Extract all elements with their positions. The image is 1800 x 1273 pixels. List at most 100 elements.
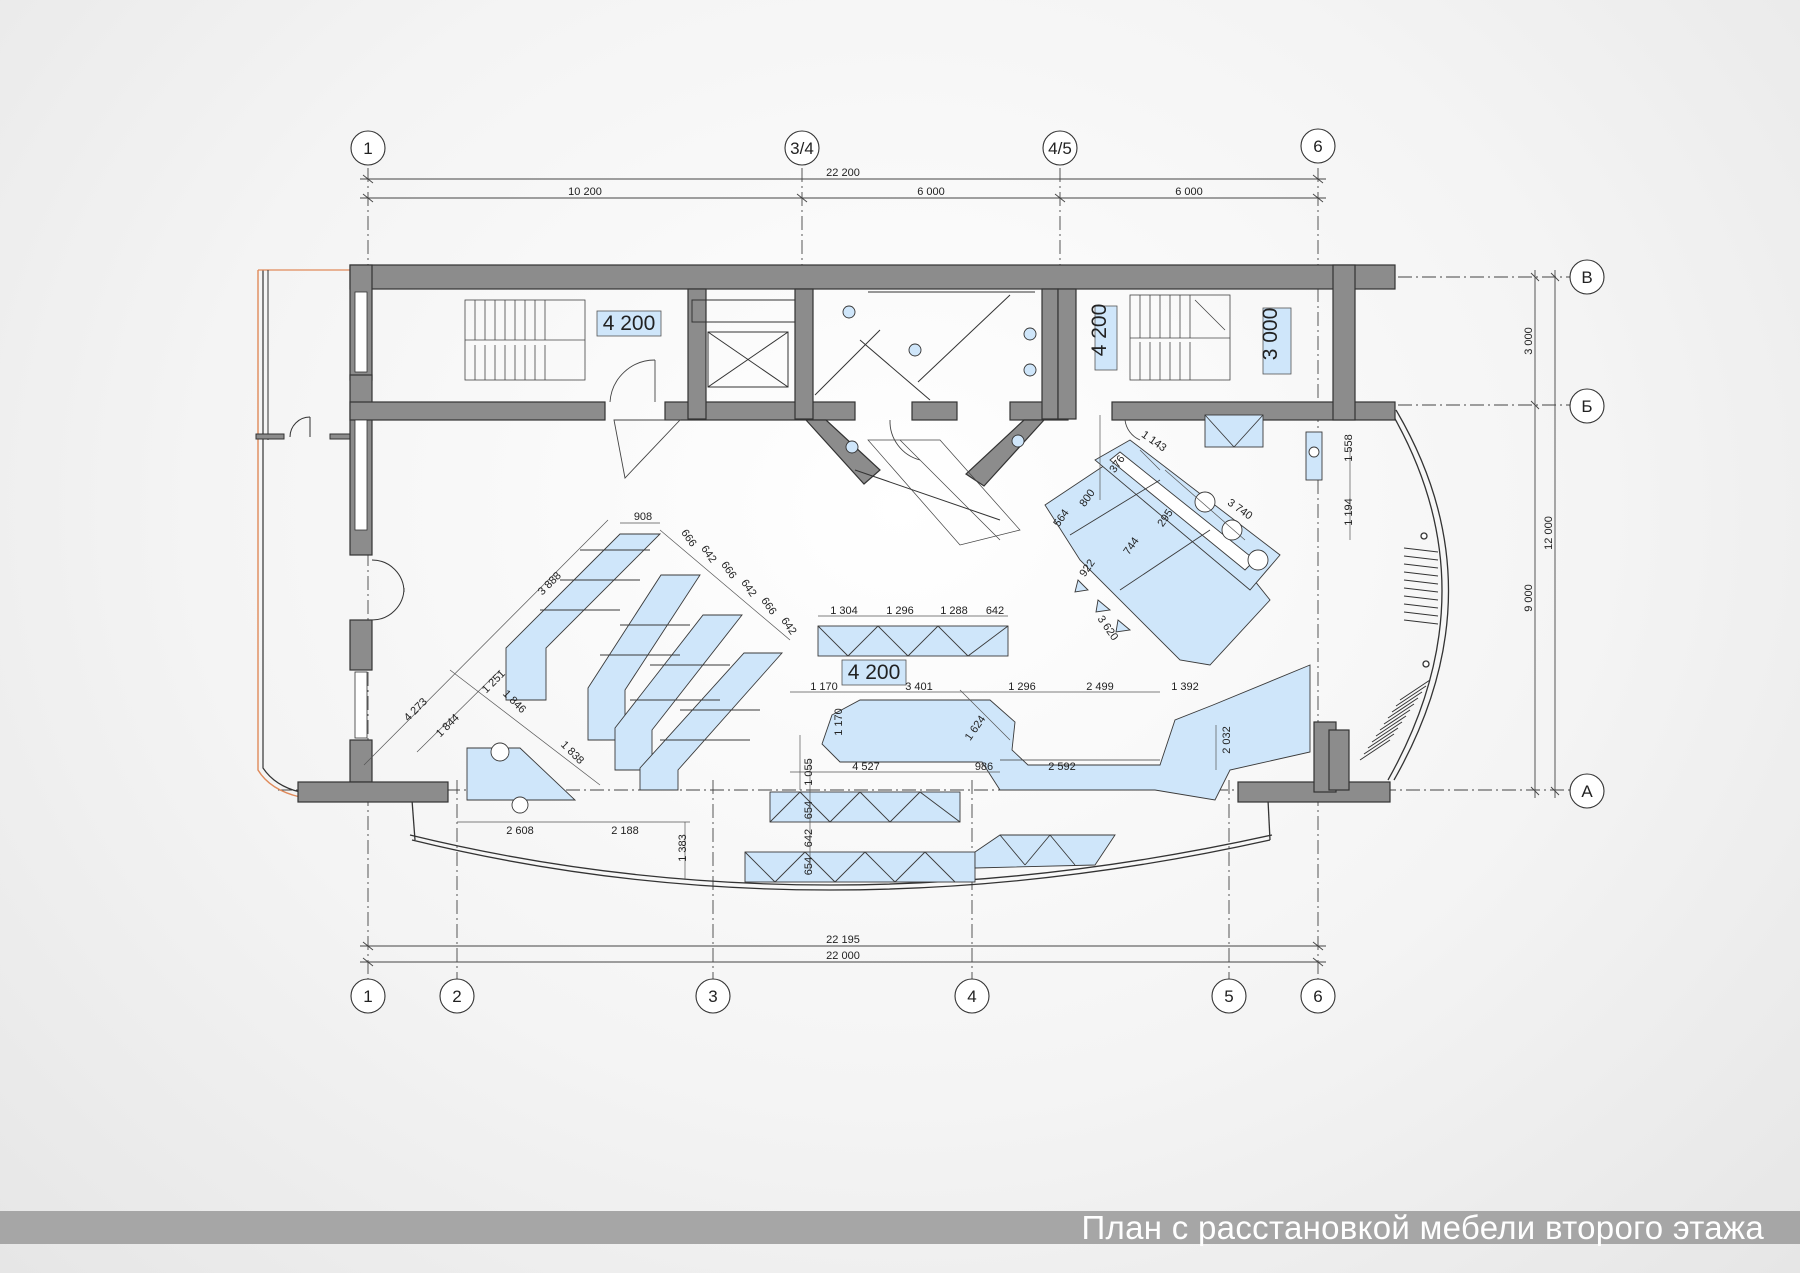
axis-bubbles-top — [350, 128, 1336, 166]
dim-2499: 2 499 — [1086, 681, 1114, 693]
height-label-2: 4 200 — [1088, 304, 1111, 357]
stair-right — [1129, 294, 1231, 381]
axis-bubble-right-b — [1569, 388, 1605, 424]
shelf-row-4 — [639, 652, 784, 791]
axis-bubble-top-3-4 — [784, 130, 820, 166]
dim-2592: 2 592 — [1048, 761, 1076, 773]
wall-wc-diagonal-right — [965, 419, 1046, 487]
dim-top-b: 6 000 — [917, 186, 945, 198]
dim-666c: 666 — [758, 595, 778, 617]
wall-middle-wc-a — [911, 401, 958, 421]
wall-stair-right — [1057, 288, 1077, 420]
dim-1844: 1 844 — [434, 712, 462, 740]
axis-bubble-bottom-4 — [954, 978, 990, 1014]
dim-1296a: 1 296 — [886, 605, 914, 617]
dim-1288: 1 288 — [940, 605, 968, 617]
height-labels: 4 200 4 200 3 000 4 200 — [596, 304, 1292, 686]
door-swings — [609, 359, 1141, 546]
dim-top-c: 6 000 — [1175, 186, 1203, 198]
dim-3888: 3 888 — [536, 570, 564, 598]
axis-label-top-3-4: 3/4 — [790, 139, 814, 158]
dim-2188: 2 188 — [611, 825, 639, 837]
wall-wc-diagonal-left — [804, 419, 881, 485]
curtain-wall-right — [1387, 409, 1450, 781]
height-label-3: 3 000 — [1259, 308, 1282, 361]
wall-core-v1 — [687, 288, 707, 420]
dim-642c: 642 — [778, 615, 798, 637]
curtain-wall-bottom — [409, 799, 1273, 891]
axis-label-bottom-2: 2 — [452, 987, 461, 1006]
axis-label-top-1: 1 — [363, 139, 372, 158]
walls — [297, 264, 1396, 803]
axis-bubble-bottom-2 — [439, 978, 475, 1014]
kiosk-right — [1204, 414, 1264, 448]
dim-right-a: 3 000 — [1523, 327, 1535, 355]
dim-1194: 1 194 — [1343, 498, 1355, 526]
dim-1170a: 1 170 — [810, 681, 838, 693]
dim-986: 986 — [975, 761, 993, 773]
dim-642a: 642 — [698, 543, 718, 565]
counter-main — [821, 664, 1311, 801]
stair-left — [464, 299, 586, 381]
axis-label-top-4-5: 4/5 — [1048, 139, 1072, 158]
dim-right-total: 12 000 — [1543, 516, 1555, 550]
axis-bubble-bottom-3 — [695, 978, 731, 1014]
axis-label-right-v: В — [1581, 268, 1592, 287]
axis-label-bottom-1: 1 — [363, 987, 372, 1006]
height-label-1: 4 200 — [603, 312, 656, 335]
dim-642d: 642 — [986, 605, 1004, 617]
axis-bubbles-bottom — [350, 978, 1336, 1014]
wall-bottom-left — [297, 781, 449, 803]
dimension-texts-outer: 22 200 10 200 6 000 6 000 22 195 22 000 … — [568, 167, 1555, 962]
column-right-lower — [1328, 729, 1350, 791]
dim-654b: 654 — [803, 857, 815, 875]
wall-wc-v — [1041, 288, 1059, 420]
axis-bubble-bottom-6 — [1300, 978, 1336, 1014]
furniture-shelving-left — [466, 533, 784, 814]
axis-labels-bottom: 1 2 3 4 5 6 — [363, 987, 1322, 1006]
axis-label-top-6: 6 — [1313, 137, 1322, 156]
dim-666b: 666 — [718, 559, 738, 581]
shelf-row-1 — [505, 533, 662, 701]
wall-top — [349, 264, 1396, 290]
dimension-lines — [360, 174, 1560, 967]
wc-fixtures — [842, 305, 1037, 454]
axis-label-bottom-5: 5 — [1224, 987, 1233, 1006]
dim-3401: 3 401 — [905, 681, 933, 693]
dim-bottom-a: 22 195 — [826, 934, 860, 946]
axis-label-bottom-4: 4 — [967, 987, 976, 1006]
axis-bubble-bottom-5 — [1211, 978, 1247, 1014]
axis-bubble-right-a — [1569, 773, 1605, 809]
axis-label-bottom-3: 3 — [708, 987, 717, 1006]
shelf-row-2 — [587, 574, 701, 741]
desk-left — [466, 747, 577, 801]
dim-2032: 2 032 — [1221, 726, 1233, 754]
dim-654a: 654 — [803, 801, 815, 819]
dim-right-b: 9 000 — [1523, 584, 1535, 612]
axis-labels-top: 1 3/4 4/5 6 — [363, 137, 1322, 158]
axis-label-right-b: Б — [1581, 397, 1592, 416]
dim-1392: 1 392 — [1171, 681, 1199, 693]
wc-partitions — [814, 291, 1035, 521]
axis-bubble-right-v — [1569, 259, 1605, 295]
dim-1304: 1 304 — [830, 605, 858, 617]
dim-4527: 4 527 — [852, 761, 880, 773]
dim-666a: 666 — [678, 527, 698, 549]
axis-bubble-top-6 — [1300, 128, 1336, 164]
axis-label-bottom-6: 6 — [1313, 987, 1322, 1006]
entrance-door — [371, 559, 405, 621]
drawing-title: План с расстановкой мебели второго этажа — [1081, 1209, 1764, 1246]
dim-642e: 642 — [803, 829, 815, 847]
furniture-unit-right — [1044, 414, 1323, 666]
wall-right-upper — [1332, 264, 1356, 421]
wall-left-seg-b — [349, 619, 373, 671]
title-bar: План с расстановкой мебели второго этажа — [0, 1211, 1800, 1244]
dim-1296b: 1 296 — [1008, 681, 1036, 693]
dim-642b: 642 — [738, 577, 758, 599]
axis-bubble-top-4-5 — [1042, 130, 1078, 166]
axis-bubble-top-1 — [350, 130, 386, 166]
dim-908: 908 — [634, 511, 652, 523]
inner-dimension-lines — [363, 415, 1351, 880]
dim-1383: 1 383 — [677, 834, 689, 862]
